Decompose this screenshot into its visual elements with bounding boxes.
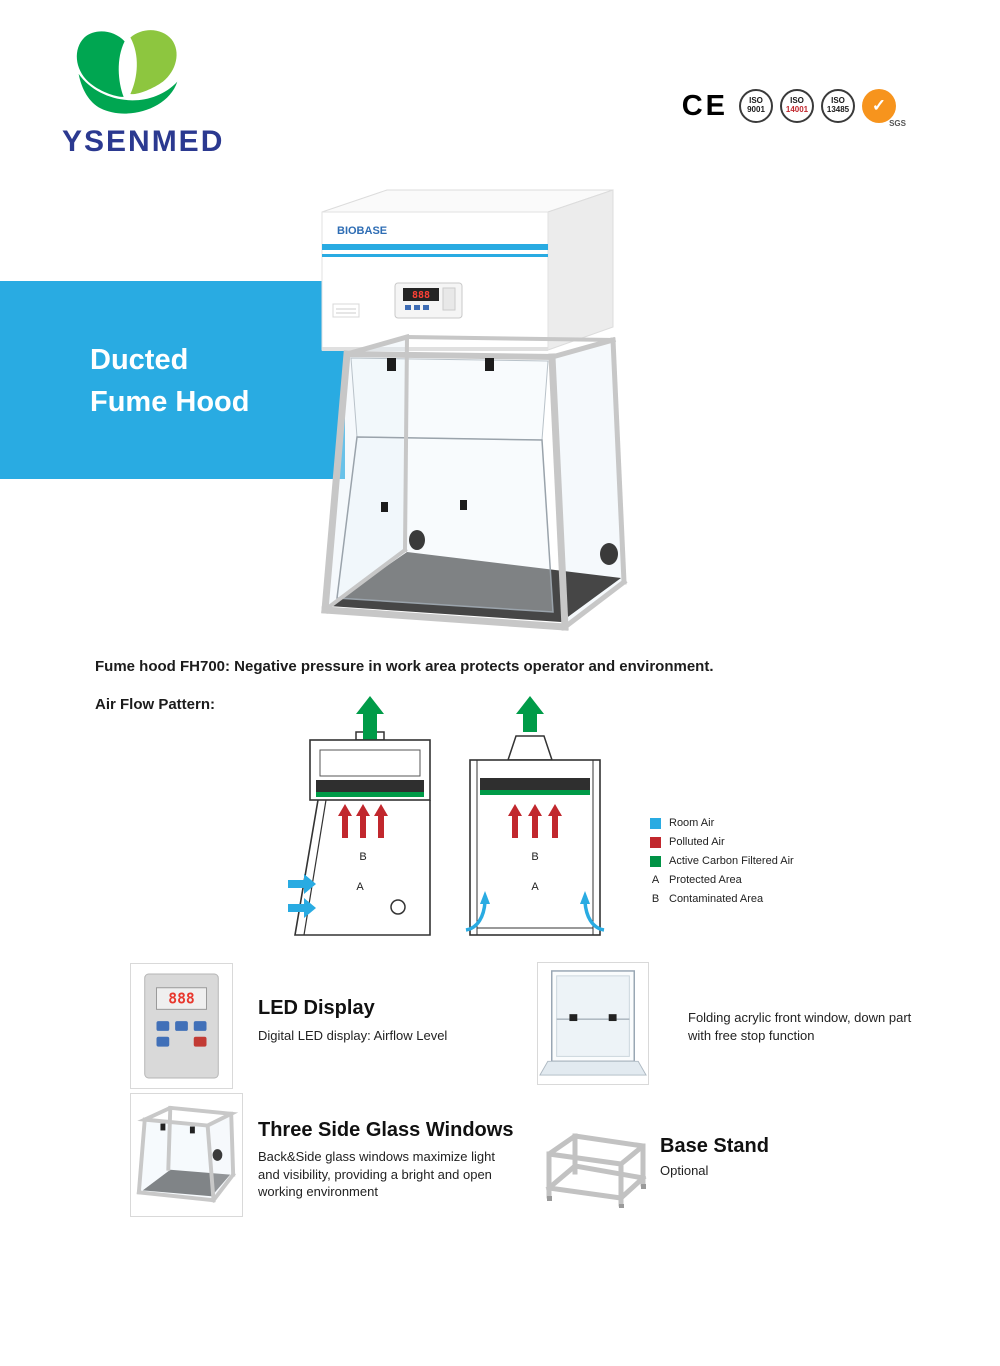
check-icon: ✓: [862, 89, 896, 123]
polluted-air-arrows: [338, 804, 388, 838]
aluminum-frame: [321, 333, 628, 631]
work-chamber: [321, 333, 628, 631]
sash-clips: [381, 358, 494, 512]
control-panel: 888: [394, 282, 463, 319]
logo-text: YSENMED: [62, 125, 225, 158]
airflow-legend: Room Air Polluted Air Active Carbon Filt…: [650, 817, 794, 912]
ce-mark: CE: [681, 89, 728, 122]
glass-chamber-illustration: [136, 1105, 239, 1203]
sgs-label: SGS: [889, 119, 906, 128]
exhaust-arrow-icon: [516, 696, 544, 732]
badge-line2: 14001: [785, 105, 809, 114]
zone-b-label: B: [531, 851, 538, 863]
led-readout: 888: [412, 290, 430, 301]
legend-label: Contaminated Area: [669, 893, 764, 905]
work-surface: [329, 552, 621, 622]
feature-title-three-side-glass: Three Side Glass Windows: [258, 1119, 514, 1141]
leaf-logo-mark: [70, 26, 232, 123]
feature-image-three-side-glass: [130, 1093, 243, 1217]
fume-hood-illustration: BIOBASE 888: [321, 189, 628, 631]
base-stand-illustration: [545, 1133, 647, 1208]
feature-image-front-window: [537, 962, 649, 1085]
feature-image-led-display: 888: [130, 963, 233, 1089]
badge-line1: ISO: [831, 96, 845, 106]
badge-line1: ISO: [749, 96, 763, 106]
feature-image-base-stand: [535, 1108, 653, 1208]
front-window-lower: [336, 436, 554, 613]
port-circle: [390, 899, 406, 915]
iso13485-badge: ISO 13485: [821, 89, 855, 123]
front-window-upper: [350, 357, 549, 441]
iso14001-badge: ISO 14001: [780, 89, 814, 123]
legend-item: Polluted Air: [650, 836, 794, 848]
title-banner: Ducted Fume Hood: [0, 281, 345, 479]
polluted-air-swatch: [650, 836, 661, 848]
feature-title-base-stand: Base Stand: [660, 1135, 769, 1157]
feature-title-led-display: LED Display: [258, 997, 375, 1019]
front-view-diagram: B A: [465, 696, 605, 936]
polluted-air-arrows: [508, 804, 562, 838]
legend-item: Active Carbon Filtered Air: [650, 855, 794, 867]
front-window-illustration: [539, 970, 647, 1076]
legend-label: Protected Area: [669, 874, 742, 886]
feature-description-base-stand: Optional: [660, 1163, 709, 1178]
feature-description-front-window: Folding acrylic front window, down part …: [688, 1010, 912, 1043]
ysenmed-logo: YSENMED: [62, 26, 232, 159]
carbon-filter: [316, 780, 424, 792]
led-digits: 888: [168, 990, 195, 1007]
legend-label: Room Air: [669, 817, 715, 829]
legend-item: Room Air: [650, 817, 794, 829]
feature-description-three-side-glass: Back&Side glass windows maximize light a…: [258, 1149, 495, 1200]
biobase-label: BIOBASE: [337, 225, 387, 237]
room-air-arrows: [288, 874, 316, 918]
zone-a-label: A: [356, 881, 364, 893]
airflow-heading: Air Flow Pattern:: [95, 696, 216, 713]
exhaust-arrow-icon: [356, 696, 384, 740]
badge-line1: ISO: [790, 96, 804, 106]
cabinet: BIOBASE 888: [321, 189, 614, 351]
banner-title-line2: Fume Hood: [90, 386, 250, 419]
zone-b-label: B: [359, 851, 366, 863]
legend-label: Polluted Air: [669, 836, 725, 848]
carbon-filter: [480, 778, 590, 790]
spec-sticker: [332, 303, 360, 318]
room-air-curved-arrows: [465, 891, 605, 932]
zone-b-symbol: B: [651, 893, 660, 905]
airflow-diagrams: B A B A: [288, 696, 605, 936]
banner-title-line1: Ducted: [90, 344, 189, 376]
product-description: Fume hood FH700: Negative pressure in wo…: [95, 658, 714, 675]
room-air-swatch: [650, 817, 661, 829]
legend-item: B Contaminated Area: [650, 893, 794, 905]
legend-item: A Protected Area: [650, 874, 794, 886]
feature-description-led-display: Digital LED display: Airflow Level: [258, 1028, 448, 1043]
badge-line2: 13485: [826, 105, 850, 114]
cable-port-left: [409, 530, 425, 550]
badge-line2: 9001: [747, 105, 765, 114]
side-view-diagram: B A: [288, 696, 431, 936]
sgs-badge: ✓ SGS: [862, 89, 906, 128]
filtered-air-swatch: [650, 855, 661, 867]
zone-a-label: A: [531, 881, 539, 893]
zone-a-symbol: A: [651, 874, 660, 886]
iso9001-badge: ISO 9001: [739, 89, 773, 123]
certification-badges: CE ISO 9001 ISO 14001 ISO 13485 ✓ SGS: [681, 86, 906, 128]
cable-port-right: [600, 543, 618, 565]
led-panel-illustration: 888: [144, 973, 219, 1079]
legend-label: Active Carbon Filtered Air: [669, 855, 794, 867]
leaf-icon: [76, 30, 178, 114]
